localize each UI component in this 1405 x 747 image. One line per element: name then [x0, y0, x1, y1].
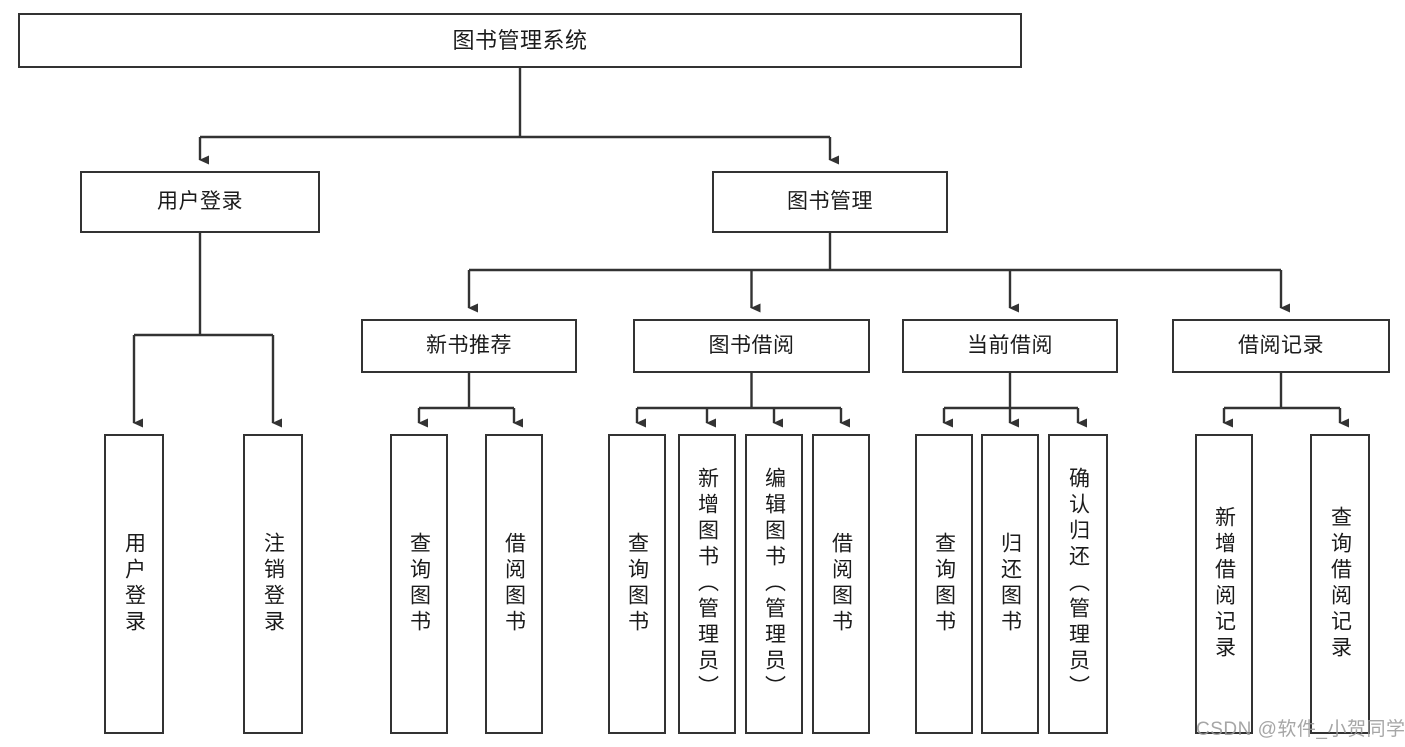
node-borrow-record[interactable]: 借阅记录 — [1172, 319, 1390, 373]
node-label: 查询图书 — [407, 532, 431, 636]
node-leaf-add-record[interactable]: 新增借阅记录 — [1195, 434, 1253, 734]
node-current-borrow[interactable]: 当前借阅 — [902, 319, 1118, 373]
node-leaf-borrow-book-2[interactable]: 借阅图书 — [812, 434, 870, 734]
node-label: 新增图书（管理员） — [695, 467, 719, 701]
node-label: 注销登录 — [261, 532, 285, 636]
node-label: 借阅记录 — [1238, 333, 1324, 357]
node-book-manage[interactable]: 图书管理 — [712, 171, 948, 233]
node-leaf-return-book[interactable]: 归还图书 — [981, 434, 1039, 734]
node-label: 查询图书 — [625, 532, 649, 636]
node-root[interactable]: 图书管理系统 — [18, 13, 1022, 68]
node-book-borrow[interactable]: 图书借阅 — [633, 319, 870, 373]
csdn-watermark: CSDN @软件_小贺同学 — [1196, 719, 1405, 740]
node-label: 新增借阅记录 — [1212, 506, 1236, 662]
node-leaf-add-book[interactable]: 新增图书（管理员） — [678, 434, 736, 734]
node-label: 图书管理 — [787, 189, 873, 213]
node-leaf-query-record[interactable]: 查询借阅记录 — [1310, 434, 1370, 734]
node-label: 新书推荐 — [426, 333, 512, 357]
node-label: 图书借阅 — [708, 333, 795, 357]
node-leaf-query-book-1[interactable]: 查询图书 — [390, 434, 448, 734]
node-label: 借阅图书 — [829, 532, 853, 636]
node-label: 查询图书 — [932, 532, 956, 636]
node-label: 确认归还（管理员） — [1066, 467, 1090, 701]
node-label: 用户登录 — [157, 189, 243, 213]
node-label: 查询借阅记录 — [1328, 506, 1352, 662]
node-user-login[interactable]: 用户登录 — [80, 171, 320, 233]
node-label: 当前借阅 — [967, 333, 1053, 357]
node-leaf-user-login[interactable]: 用户登录 — [104, 434, 164, 734]
node-leaf-logout[interactable]: 注销登录 — [243, 434, 303, 734]
node-label: 编辑图书（管理员） — [762, 467, 786, 701]
node-label: 借阅图书 — [502, 532, 526, 636]
node-leaf-query-book-2[interactable]: 查询图书 — [608, 434, 666, 734]
node-label: 归还图书 — [998, 532, 1022, 636]
node-leaf-confirm-return[interactable]: 确认归还（管理员） — [1048, 434, 1108, 734]
node-new-book-rec[interactable]: 新书推荐 — [361, 319, 577, 373]
node-leaf-borrow-book-1[interactable]: 借阅图书 — [485, 434, 543, 734]
node-label: 图书管理系统 — [452, 27, 588, 53]
node-leaf-query-book-3[interactable]: 查询图书 — [915, 434, 973, 734]
node-label: 用户登录 — [122, 532, 146, 636]
node-leaf-edit-book[interactable]: 编辑图书（管理员） — [745, 434, 803, 734]
